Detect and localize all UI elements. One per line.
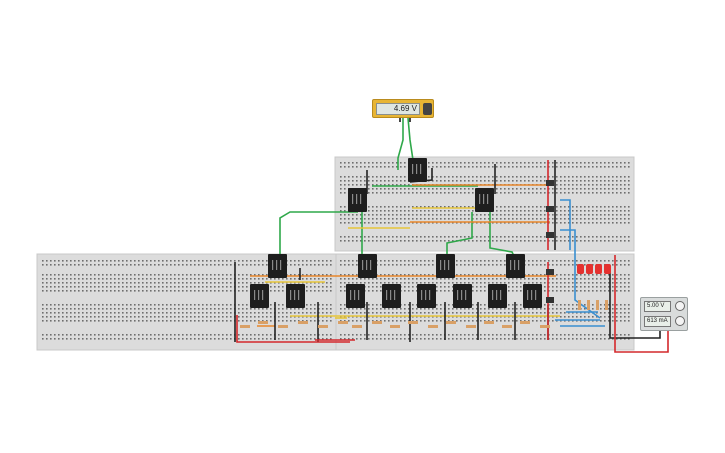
supply-current-display: 613 mA xyxy=(644,316,671,327)
relay-chips[interactable] xyxy=(250,158,542,308)
breadboard-holes xyxy=(42,162,630,340)
led-icon xyxy=(604,264,611,274)
resistor-icon xyxy=(258,321,268,324)
led-icon xyxy=(577,264,584,274)
relay-chip-icon[interactable] xyxy=(488,284,507,308)
resistor-icon xyxy=(352,325,362,328)
relay-chip-icon[interactable] xyxy=(506,254,525,278)
led-array xyxy=(577,264,611,274)
resistors xyxy=(240,300,608,328)
relay-chip-icon[interactable] xyxy=(523,284,542,308)
resistor-icon xyxy=(318,325,328,328)
resistor-icon xyxy=(338,321,348,324)
resistor-icon xyxy=(540,325,550,328)
resistor-icon xyxy=(298,321,308,324)
voltmeter-display: 4.69 V xyxy=(376,103,420,115)
relay-chip-icon[interactable] xyxy=(475,188,494,212)
relay-chip-icon[interactable] xyxy=(436,254,455,278)
resistor-icon xyxy=(484,321,494,324)
resistor-icon xyxy=(240,325,250,328)
resistor-icon xyxy=(605,300,608,310)
relay-chip-icon[interactable] xyxy=(286,284,305,308)
voltmeter-icon[interactable]: 4.69 V xyxy=(372,99,434,118)
relay-chip-icon[interactable] xyxy=(268,254,287,278)
resistor-icon xyxy=(520,321,530,324)
resistor-icon xyxy=(578,300,581,310)
resistor-icon xyxy=(446,321,456,324)
resistor-icon xyxy=(390,325,400,328)
relay-chip-icon[interactable] xyxy=(408,158,427,182)
voltmeter-dial-icon[interactable] xyxy=(423,103,432,115)
relay-chip-icon[interactable] xyxy=(382,284,401,308)
switches[interactable] xyxy=(546,180,554,303)
resistor-icon xyxy=(466,325,476,328)
power-supply-icon[interactable]: 5.00 V 613 mA xyxy=(640,297,688,331)
led-icon xyxy=(595,264,602,274)
relay-chip-icon[interactable] xyxy=(348,188,367,212)
relay-chip-icon[interactable] xyxy=(453,284,472,308)
led-icon xyxy=(586,264,593,274)
voltage-knob-icon[interactable] xyxy=(675,301,685,311)
relay-chip-icon[interactable] xyxy=(417,284,436,308)
relay-chip-icon[interactable] xyxy=(358,254,377,278)
resistor-icon xyxy=(596,300,599,310)
resistor-icon xyxy=(372,321,382,324)
relay-chip-icon[interactable] xyxy=(346,284,365,308)
relay-chip-icon[interactable] xyxy=(250,284,269,308)
resistor-icon xyxy=(278,325,288,328)
resistor-icon xyxy=(502,325,512,328)
resistor-icon xyxy=(428,325,438,328)
resistor-icon xyxy=(408,321,418,324)
supply-voltage-display: 5.00 V xyxy=(644,301,671,312)
resistor-icon xyxy=(587,300,590,310)
current-knob-icon[interactable] xyxy=(675,316,685,326)
